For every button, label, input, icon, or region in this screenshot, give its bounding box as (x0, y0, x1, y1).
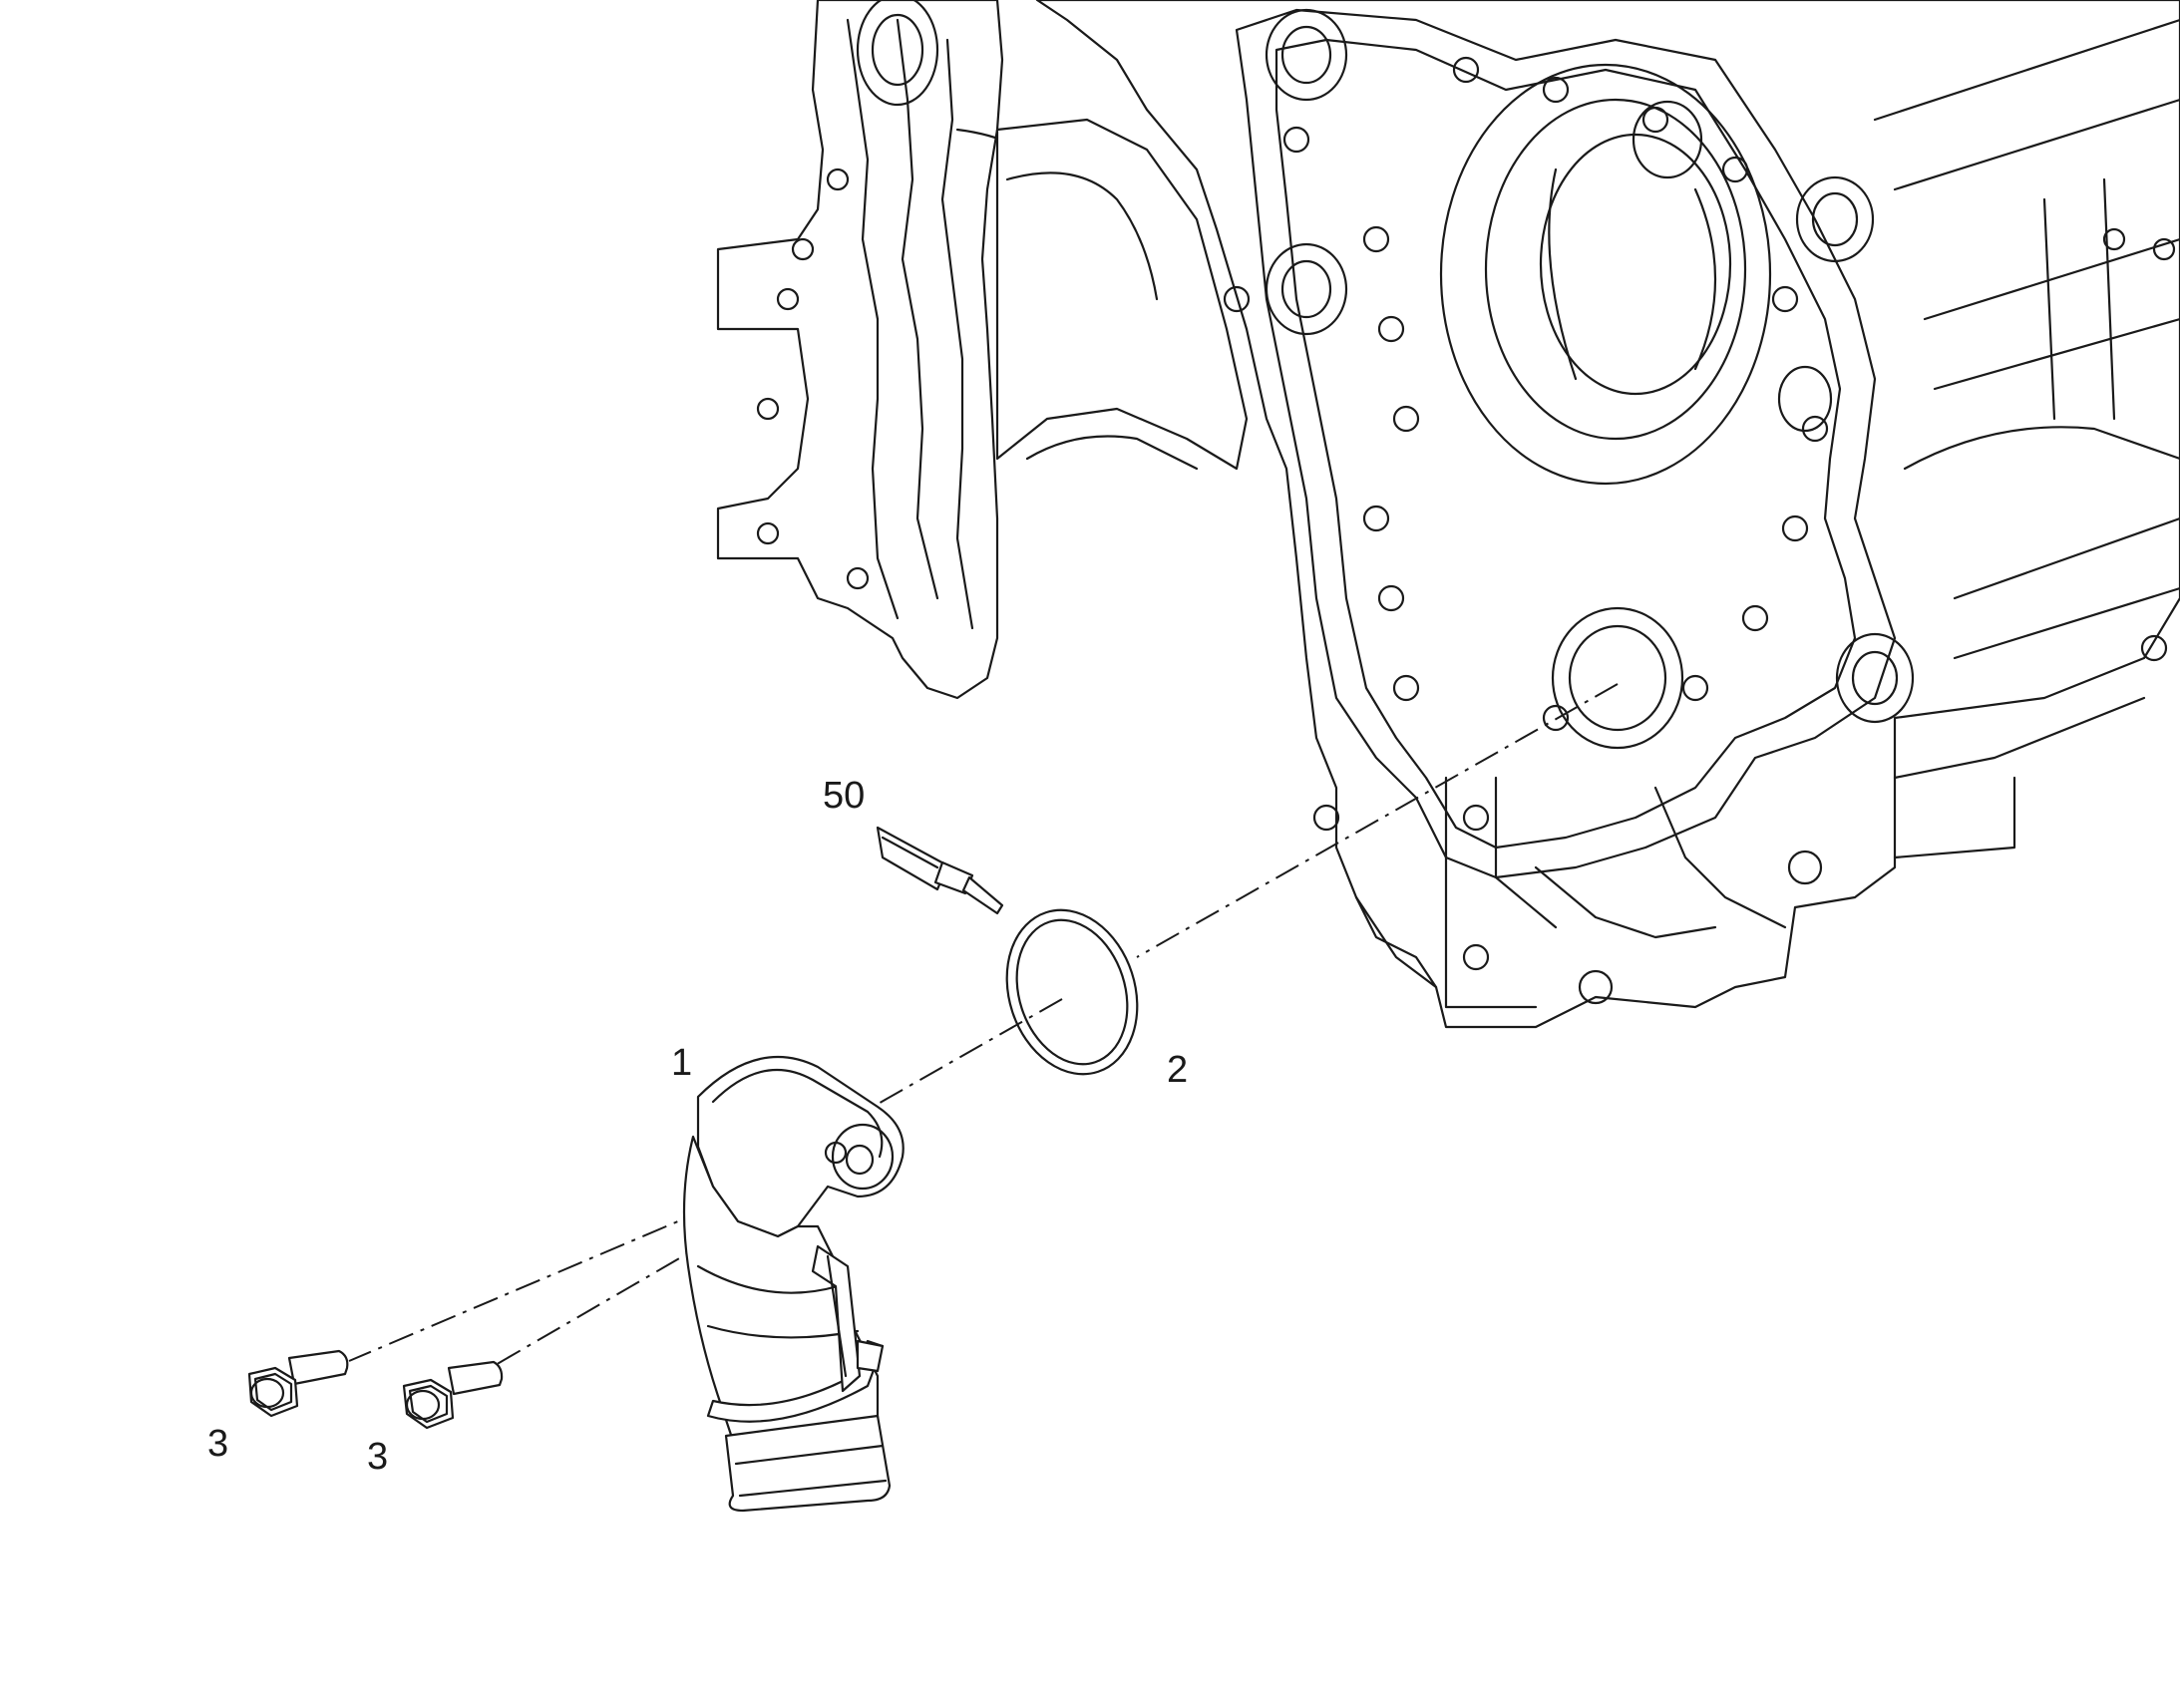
bolt-left (247, 1349, 349, 1418)
callout-50: 50 (823, 775, 865, 817)
sealant-tube (876, 826, 1004, 915)
bolt-right (402, 1360, 504, 1430)
elbow-pipe (682, 1055, 905, 1513)
engine-block-housing (716, 0, 2180, 1029)
o-ring-seal (1005, 908, 1139, 1076)
callout-3-left: 3 (207, 1423, 228, 1465)
callout-1: 1 (671, 1042, 692, 1084)
callout-2: 2 (1167, 1049, 1188, 1091)
callout-3-right: 3 (367, 1436, 388, 1478)
